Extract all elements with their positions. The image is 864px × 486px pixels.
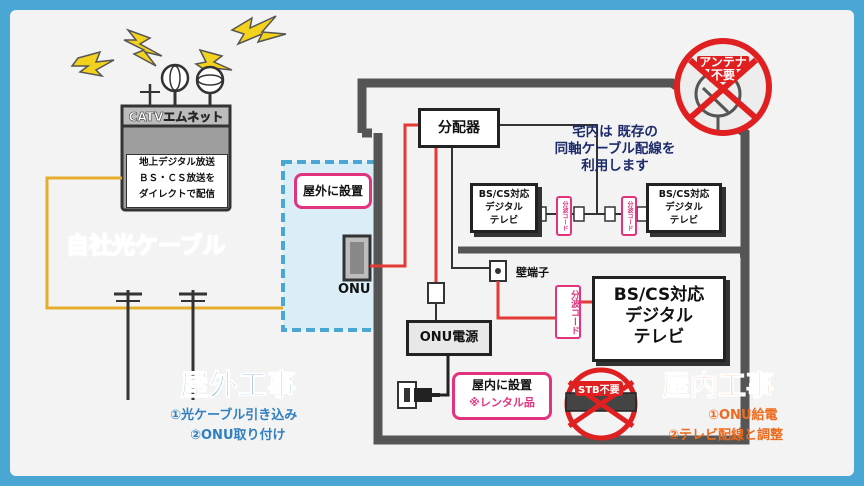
catv-info-line: ダイレクトで配信 [138, 189, 215, 200]
antenna-unnecessary-label: アンテナ 不要 [688, 56, 758, 82]
splitter-box: 分配器 [418, 108, 500, 148]
outdoor-install-bubble: 屋外に設置 [294, 173, 372, 209]
outdoor-install-label: 屋外に設置 [302, 184, 363, 198]
stb-unnecessary-label: STB不要 [575, 381, 623, 396]
splitter-label: 分配器 [438, 120, 480, 136]
indoor-work-item: ①ONU給電 [708, 408, 778, 423]
fiber-cable-label: 自社光ケーブル [65, 232, 226, 259]
utility-pole [114, 290, 142, 400]
tv-label: テレビ [669, 215, 699, 226]
indoor-work-item: ②テレビ配線と調整 [668, 428, 784, 443]
indoor-install-label: 屋内に設置 [471, 378, 532, 392]
catv-info-line: 地上デジタル放送 [139, 157, 215, 168]
tv-label: テレビ [489, 215, 519, 226]
tv-label: デジタル [665, 202, 703, 213]
catv-name: CATVエムネット [128, 110, 224, 125]
onu-power-label: ONU電源 [419, 330, 479, 345]
tv-small-right: BS/CS対応 デジタル テレビ [646, 183, 722, 233]
coax-cable [370, 123, 418, 268]
tv-small-left: BS/CS対応 デジタル テレビ [470, 183, 538, 233]
tv-label: テレビ [633, 327, 685, 347]
tv-label: デジタル [625, 306, 693, 326]
satellite-dish-icon [160, 63, 190, 108]
indoor-work-title: 屋内工事 [661, 369, 775, 403]
catv-info-line: ＢＳ・ＣＳ放送を [138, 173, 215, 184]
rental-note: ※レンタル品 [469, 396, 535, 409]
tv-label: デジタル [485, 202, 523, 213]
tv-label: BS/CS対応 [613, 285, 705, 305]
outdoor-work-title: 屋外工事 [179, 368, 297, 403]
indoor-note-line: 同軸ケーブル配線を [554, 141, 676, 157]
splitter-cord-label: 分波コード [555, 285, 581, 339]
lightning-bolt-icon [70, 50, 115, 78]
tv-large: BS/CS対応 デジタル テレビ [592, 276, 726, 362]
wall-terminal-label: 壁端子 [516, 266, 549, 279]
antenna-badge-line: 不要 [708, 68, 737, 82]
indoor-note: 宅内は 既存の 同軸ケーブル配線を 利用します [540, 124, 690, 175]
outdoor-work-item: ②ONU取り付け [190, 428, 286, 443]
indoor-note-line: 宅内は 既存の [572, 124, 658, 140]
catv-info-panel: 地上デジタル放送 ＢＳ・ＣＳ放送を ダイレクトで配信 [126, 154, 228, 208]
utility-pole [179, 290, 207, 400]
antenna-badge-line: アンテナ [697, 55, 749, 69]
splitter-cord-label: 分波コード [621, 196, 637, 236]
tv-label: BS/CS対応 [478, 189, 530, 200]
indoor-note-line: 利用します [581, 158, 649, 174]
satellite-dish-icon [195, 65, 225, 108]
onu-label: ONU [338, 282, 371, 297]
onu-power-box: ONU電源 [406, 320, 492, 356]
tv-label: BS/CS対応 [658, 189, 710, 200]
indoor-install-bubble: 屋内に設置 ※レンタル品 [452, 372, 552, 420]
outdoor-work-item: ①光ケーブル引き込み [170, 408, 298, 423]
lightning-bolt-icon [123, 28, 163, 67]
lightning-bolt-icon [230, 15, 287, 46]
splitter-cord-label: 分波コード [556, 196, 572, 236]
